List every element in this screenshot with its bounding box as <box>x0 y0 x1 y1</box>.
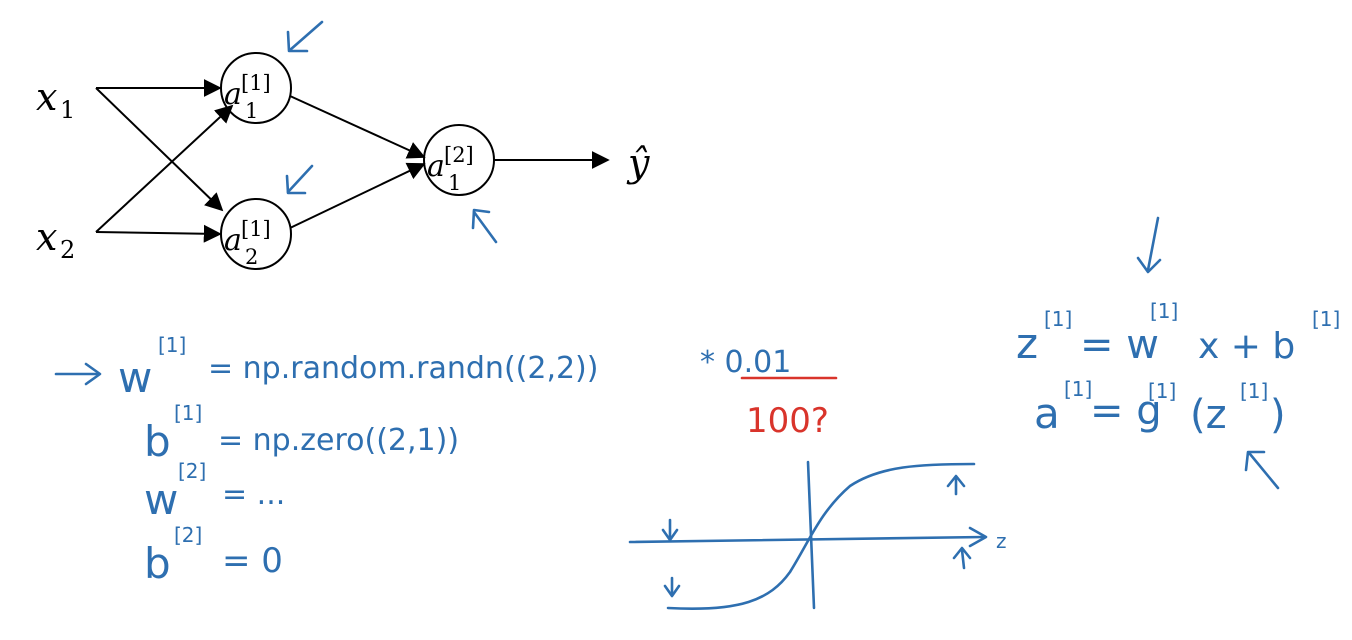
z1-rhs2-sup: [1] <box>1312 307 1340 331</box>
annotation-arrow-g-icon <box>1244 450 1266 472</box>
w1-rhs: = np.random.randn((2,2)) <box>208 351 598 386</box>
z1-rhs2: x + b <box>1198 326 1295 367</box>
input-x2-var: x <box>36 215 57 259</box>
z1-lhs: z <box>1016 319 1038 368</box>
tanh-sketch: z <box>628 460 1007 610</box>
a1-sup: [1] <box>1064 377 1092 401</box>
w2-lhs: w <box>144 475 178 524</box>
a1-rhs3: ) <box>1270 392 1286 438</box>
input-x1-var: x <box>36 75 57 119</box>
annotation-arrow-out-icon <box>471 208 491 230</box>
hidden-node-2-sub: 2 <box>245 245 258 269</box>
saturation-arrow-bottom-right-icon <box>952 546 972 560</box>
input-x1-sub: 1 <box>60 96 75 124</box>
a1-rhs2-sup: [1] <box>1240 379 1268 403</box>
w2-sup: [2] <box>178 459 206 483</box>
hidden-node-1 <box>220 52 292 124</box>
edge-x1-a2 <box>95 87 224 212</box>
w2-rhs: = ... <box>222 477 285 512</box>
annotation-arrow-z-icon <box>1136 256 1162 274</box>
z-axis-arrow-icon <box>968 526 988 548</box>
w1-sup: [1] <box>158 333 186 357</box>
hidden-node-2 <box>220 198 292 270</box>
a1-rhs1-sup: [1] <box>1148 379 1176 403</box>
b1-sup: [1] <box>174 401 202 425</box>
output-node-sup: [2] <box>444 143 474 167</box>
edge-a1-out <box>289 95 426 159</box>
alt-scale-label: 100? <box>746 401 829 441</box>
w1-mult: * 0.01 <box>700 345 791 380</box>
hidden-node-2-sup: [1] <box>241 217 271 241</box>
hidden-node-2-var: a <box>224 223 242 258</box>
saturation-arrow-bottom-left-icon <box>663 584 681 598</box>
initialization-notes: w [1] = np.random.randn((2,2)) * 0.01 10… <box>54 333 838 588</box>
b1-lhs: b <box>144 417 171 466</box>
forward-equations: z [1] = w [1] x + b [1] a [1] = g [1] (z… <box>1016 216 1340 490</box>
edge-x2-a1 <box>95 104 234 233</box>
z1-rhs1: = w <box>1080 322 1159 368</box>
output-node-var: a <box>427 149 445 184</box>
annotation-arrow-a1-icon <box>288 20 324 52</box>
saturation-arrow-top-right-icon <box>946 474 966 488</box>
edge-x2-a2 <box>95 224 222 243</box>
z-axis <box>628 535 986 544</box>
z1-sup: [1] <box>1044 307 1072 331</box>
input-x2-sub: 2 <box>60 236 75 264</box>
output-yhat-label: ŷ <box>626 141 650 185</box>
z-axis-label: z <box>996 529 1007 553</box>
a1-lhs: a <box>1034 389 1060 438</box>
edge-a2-out <box>289 162 426 229</box>
hidden-node-1-var: a <box>224 77 242 112</box>
annotation-arrow-a2-icon <box>285 174 307 195</box>
b2-rhs: = 0 <box>222 541 283 581</box>
saturation-arrow-top-left-icon <box>661 528 679 542</box>
b2-lhs: b <box>144 539 171 588</box>
w1-lhs: w <box>118 353 152 402</box>
a1-rhs2: (z <box>1190 392 1227 438</box>
a1-rhs1: = g <box>1090 388 1162 434</box>
z1-rhs1-sup: [1] <box>1150 299 1178 323</box>
hidden-node-1-sub: 1 <box>245 99 258 123</box>
network-annotation-arrows <box>285 20 498 244</box>
hidden-node-1-sup: [1] <box>241 71 271 95</box>
neural-network-diagram: x 1 x 2 a [1] 1 a [1] 2 a [2] 1 ŷ <box>36 52 650 270</box>
tanh-curve <box>666 462 976 610</box>
b2-sup: [2] <box>174 523 202 547</box>
b1-rhs: = np.zero((2,1)) <box>218 423 459 458</box>
output-node-sub: 1 <box>448 171 461 195</box>
